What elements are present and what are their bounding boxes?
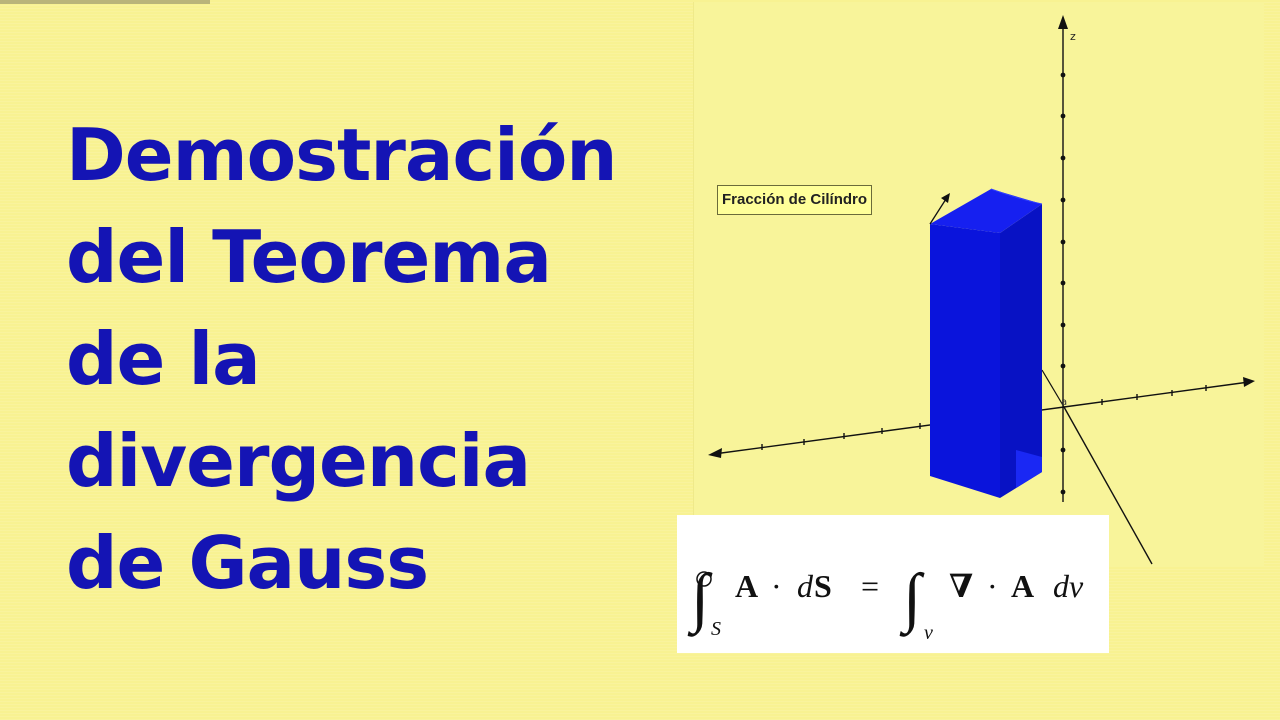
x-axis-arrow (708, 448, 722, 458)
label-pointer (929, 198, 947, 225)
solid-front-face (930, 224, 1000, 498)
surface-subscript: S (711, 618, 721, 640)
differential-d: d (797, 568, 814, 604)
3d-axes-plot: z a (708, 15, 1255, 565)
formula-svg: ∫ S A · d S = ∫ v ∇ · A dv (687, 561, 1084, 644)
title-line-5: de Gauss (66, 521, 429, 605)
volume-integral-sign: ∫ (899, 561, 925, 637)
equals-sign: = (861, 568, 879, 604)
y-axis (1063, 381, 1250, 408)
solid-bottom-corner (1016, 450, 1042, 488)
volume-subscript: v (924, 622, 933, 644)
solid-curved-top-edge (990, 188, 1043, 205)
z-axis-ticks (1060, 72, 1066, 495)
graphics-view: z a (693, 2, 1264, 567)
dot-right: · (987, 568, 998, 604)
top-progress-strip (0, 0, 210, 4)
object-label: Fracción de Cilíndro (717, 185, 873, 215)
closed-integral-circle (696, 571, 712, 587)
title-line-2: del Teorema (66, 215, 552, 299)
y-axis-arrow (1243, 377, 1255, 387)
page-title: Demostración del Teorema de la divergenc… (66, 104, 706, 614)
z-axis-label: z (1070, 30, 1076, 43)
solid-top-face (930, 189, 1042, 233)
origin-label: a (1061, 397, 1067, 408)
back-axis (1041, 369, 1065, 408)
gauss-formula: ∫ S A · d S = ∫ v ∇ · A dv (677, 515, 1109, 653)
z-axis-arrow (1058, 15, 1068, 29)
nabla-operator: ∇ (949, 568, 973, 604)
vector-a-right: A (1011, 568, 1034, 604)
vector-a-left: A (735, 568, 758, 604)
label-pointer-head (941, 193, 950, 203)
vector-s: S (814, 568, 832, 604)
dot-left: · (771, 568, 782, 604)
title-line-3: de la (66, 317, 261, 401)
negative-y-axis (1063, 406, 1153, 565)
cylinder-fraction-solid (930, 188, 1043, 498)
title-line-4: divergencia (66, 419, 531, 503)
differential-dv: dv (1053, 568, 1084, 604)
solid-right-face (1000, 204, 1042, 498)
title-line-1: Demostración (66, 113, 618, 197)
y-axis-ticks (1101, 385, 1207, 405)
x-axis-ticks (761, 423, 921, 450)
